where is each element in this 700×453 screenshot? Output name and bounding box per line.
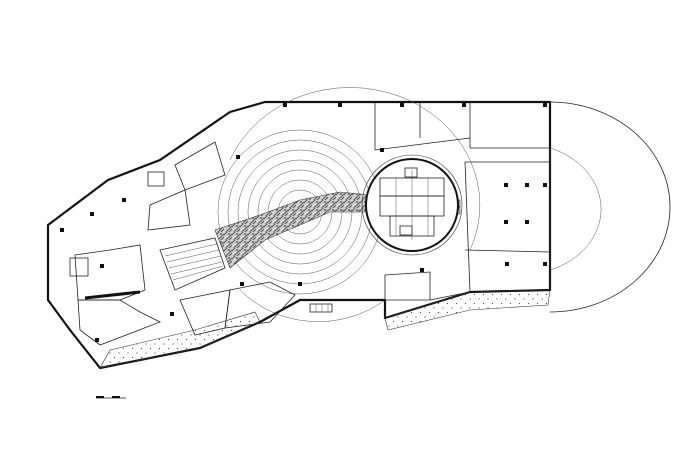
atrium-outer-ring-2 xyxy=(239,289,386,322)
column-icon xyxy=(380,148,384,152)
column-icon xyxy=(505,262,509,266)
kiosk-icon xyxy=(404,167,418,178)
east-wing-inner-curve xyxy=(549,147,602,271)
column-icon xyxy=(525,183,529,187)
pavilion xyxy=(361,154,463,256)
column-icon xyxy=(100,264,104,268)
stair-icon xyxy=(147,171,165,187)
shop-units-east xyxy=(464,161,551,293)
column-grid xyxy=(60,103,547,342)
atrium-outer-ring xyxy=(229,87,481,251)
building-outline xyxy=(46,100,552,370)
column-icon xyxy=(298,282,302,286)
column-icon xyxy=(504,183,508,187)
column-icon xyxy=(283,103,287,107)
stair-icon xyxy=(69,257,89,277)
east-wing-curve xyxy=(549,101,671,313)
column-icon xyxy=(60,228,64,232)
column-icon xyxy=(543,262,547,266)
column-icon xyxy=(543,183,547,187)
column-icon xyxy=(338,103,342,107)
south-plaza-left xyxy=(99,311,261,369)
column-icon xyxy=(90,212,94,216)
column-icon xyxy=(95,338,99,342)
column-icon xyxy=(462,103,466,107)
column-icon xyxy=(122,198,126,202)
shop-units-north xyxy=(374,102,550,151)
service-wall xyxy=(84,290,141,300)
column-icon xyxy=(525,220,529,224)
column-icon xyxy=(170,312,174,316)
column-icon xyxy=(420,268,424,272)
scale-bar-icon xyxy=(96,396,126,399)
column-icon xyxy=(236,155,240,159)
column-icon xyxy=(400,103,404,107)
column-icon xyxy=(543,103,547,107)
bridge-link xyxy=(309,303,333,313)
stair-icon xyxy=(159,237,226,291)
shop-units-south xyxy=(384,271,471,301)
shop-units-west xyxy=(69,141,296,346)
column-icon xyxy=(240,282,244,286)
column-icon xyxy=(504,220,508,224)
